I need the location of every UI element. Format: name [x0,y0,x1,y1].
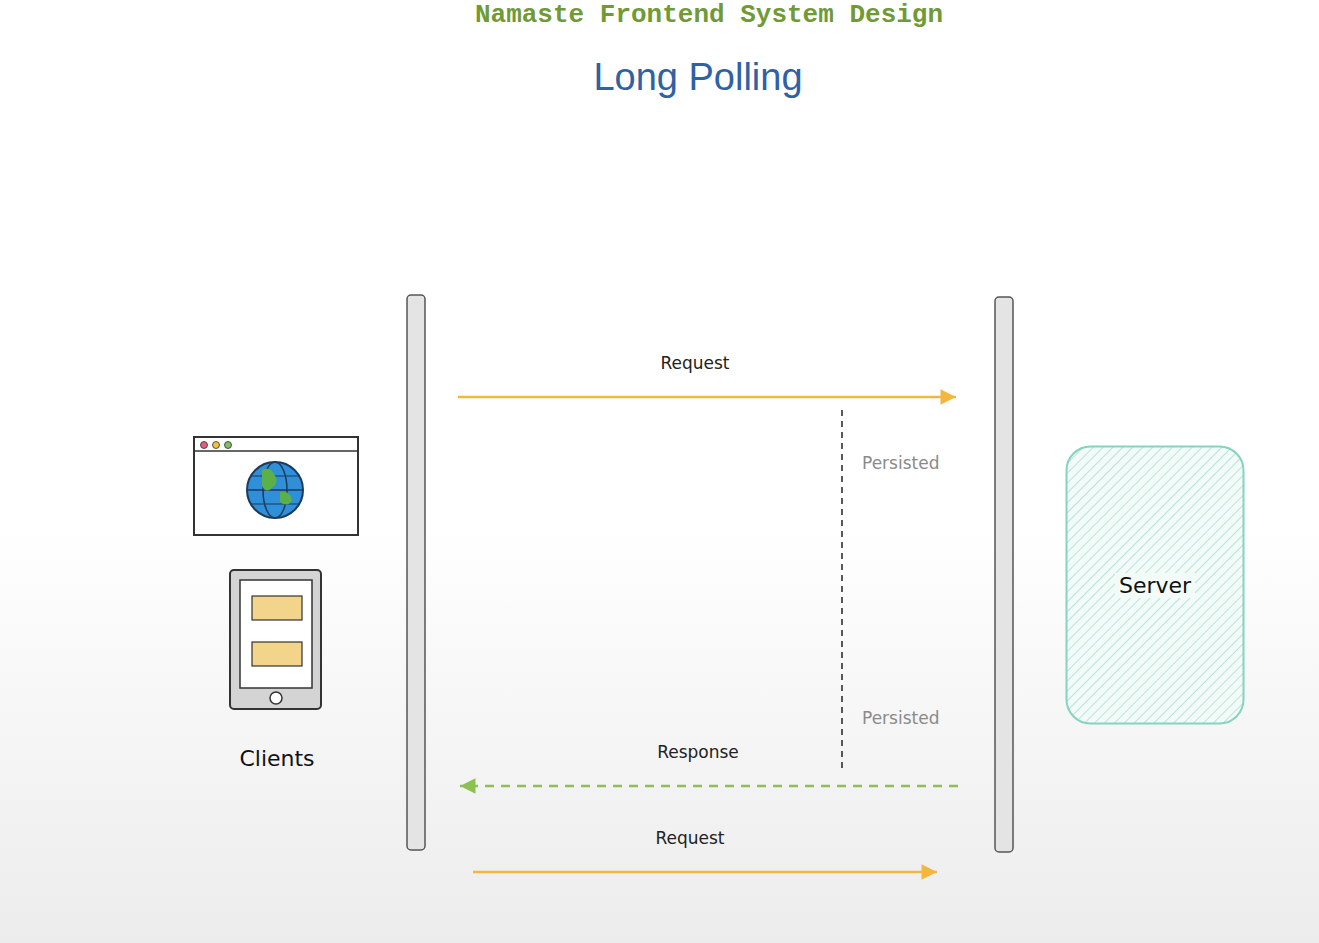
persist-line [841,410,843,770]
message-arrow [473,871,937,874]
course-banner: Namaste Frontend System Design [475,0,943,30]
node-label: Clients [235,746,318,771]
message-arrow [458,396,956,399]
arrow-label: Request [655,828,724,848]
state-note: Persisted [862,708,939,728]
client-lane-bar [407,295,425,850]
tablet-icon [230,570,321,709]
server-lane-bar [995,297,1013,852]
browser-icon [194,437,358,535]
arrow-label: Response [657,742,739,762]
arrow-label: Request [660,353,729,373]
server-lane: Server [958,293,1250,855]
node-label: Server [1115,573,1195,598]
state-note: Persisted [862,453,939,473]
server-box: Server [1065,445,1245,725]
client-lane: Clients [190,293,458,855]
diagram-title: Long Polling [593,56,802,99]
message-arrow [460,785,958,788]
caption-area: Clients [190,743,364,773]
